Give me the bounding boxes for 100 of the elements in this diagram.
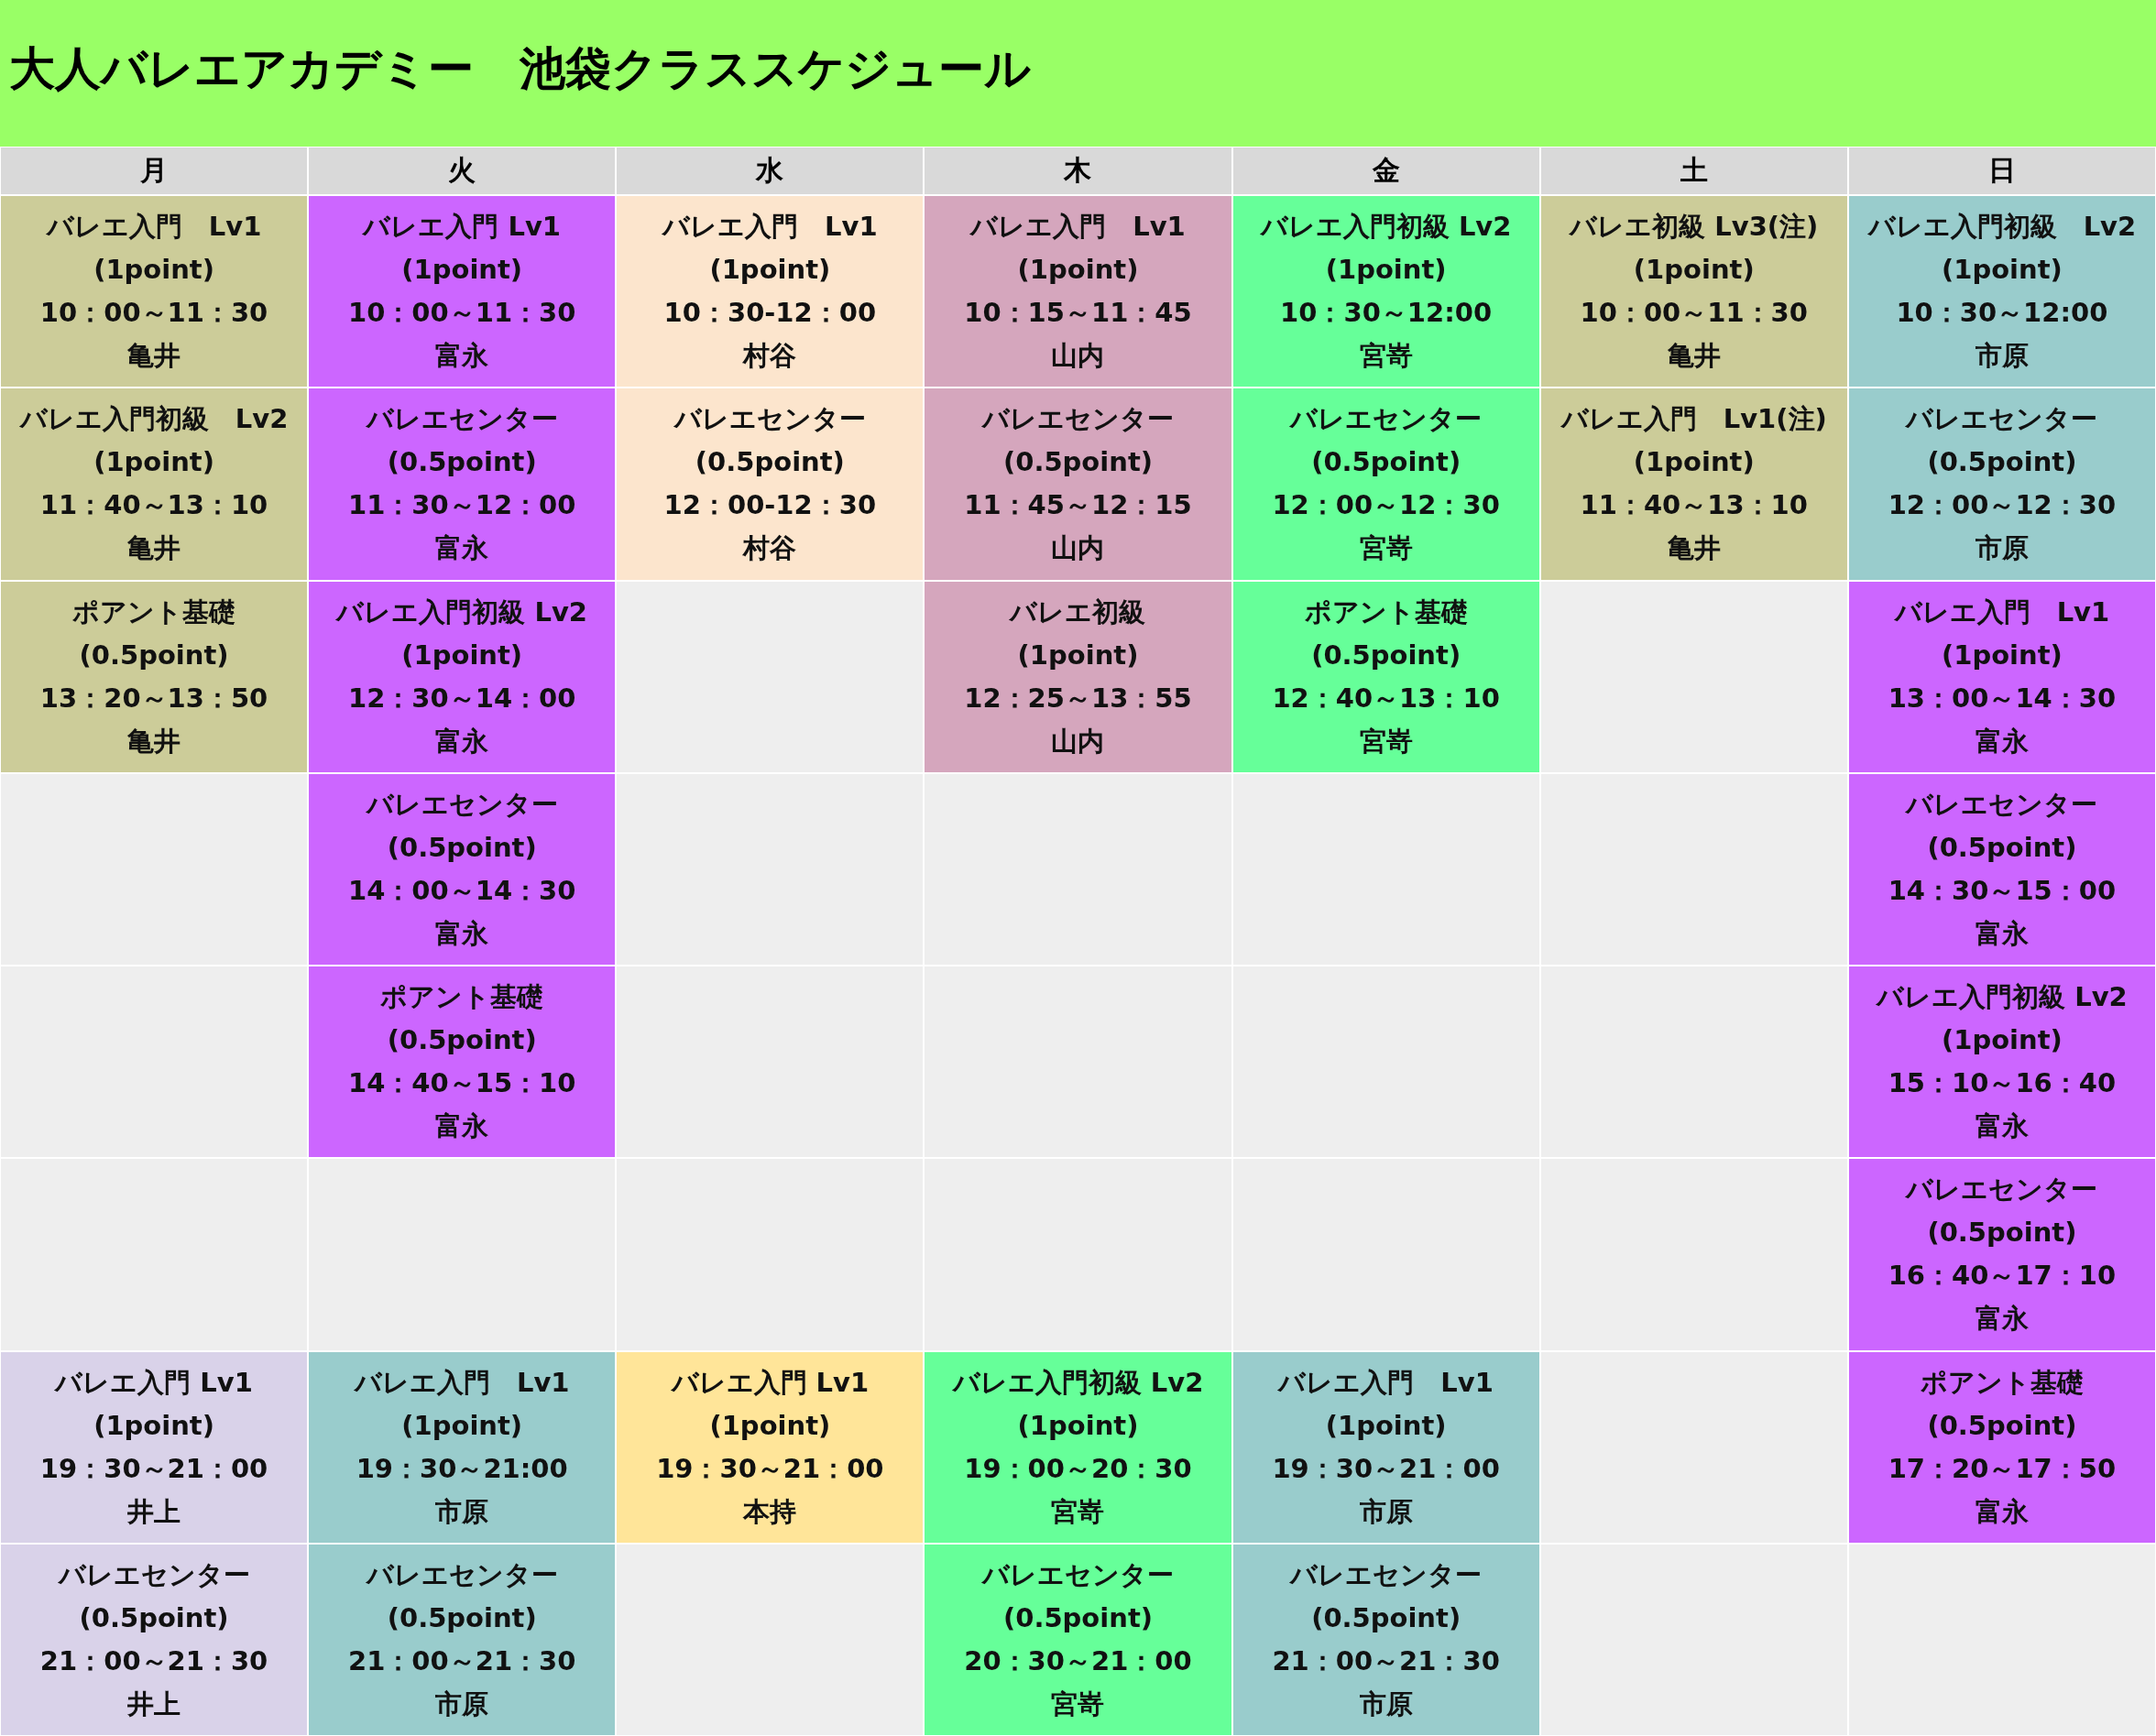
class-info-text: 市原 <box>435 1494 489 1529</box>
class-cell <box>308 966 617 1159</box>
class-info-text: 19：30～21：00 <box>39 1451 268 1486</box>
class-info-text: (1point) <box>1017 253 1139 288</box>
class-info-text: バレエセンター <box>366 787 558 822</box>
class-info-text: 12：00-12：30 <box>663 488 877 523</box>
class-cell <box>308 195 617 388</box>
class-info-text: (1point) <box>93 253 214 288</box>
class-info-text: 富永 <box>435 531 489 566</box>
class-info-text: バレエ入門 Lv1 <box>970 210 1186 245</box>
class-cell <box>308 580 617 773</box>
class-info-text: バレエ入門 Lv1 <box>354 1365 570 1400</box>
class-info-text: (0.5point) <box>387 1600 537 1635</box>
class-cell <box>1847 388 2156 581</box>
class-cell <box>924 1350 1232 1544</box>
class-info-text: 19：00～20：30 <box>964 1451 1192 1486</box>
day-header: 水 <box>616 147 925 195</box>
class-cell <box>1847 195 2156 388</box>
class-info-text: 山内 <box>1051 339 1105 374</box>
class-info-text: バレエ入門 Lv1 <box>662 210 878 245</box>
class-info-text: 11：45～12：15 <box>964 488 1192 523</box>
class-info-text: 亀井 <box>127 339 181 374</box>
class-info-text: バレエセンター <box>366 402 558 437</box>
class-info-text: (1point) <box>401 253 523 288</box>
class-info-text: 市原 <box>1359 1687 1413 1721</box>
class-info-text: 市原 <box>435 1687 489 1721</box>
class-info-text: 14：00～14：30 <box>348 873 576 908</box>
class-cell <box>616 1350 925 1544</box>
day-header: 金 <box>1231 147 1540 195</box>
class-info-text: 亀井 <box>1667 531 1721 566</box>
class-info-text: バレエセンター <box>1290 1557 1483 1592</box>
class-cell <box>1847 966 2156 1159</box>
class-info-text: (1point) <box>401 1408 523 1443</box>
class-info-text: (1point) <box>1942 638 2063 672</box>
class-cell <box>1231 388 1540 581</box>
day-header: 月 <box>0 147 309 195</box>
class-info-text: 15：10～16：40 <box>1888 1066 2117 1101</box>
class-info-text: 21：00～21：30 <box>348 1643 576 1678</box>
class-info-text: 山内 <box>1051 531 1105 566</box>
class-info-text: (1point) <box>1325 1408 1447 1443</box>
class-cell <box>0 388 309 581</box>
class-info-text: (1point) <box>401 638 523 672</box>
class-info-text: 12：30～14：00 <box>348 681 576 715</box>
class-info-text: 14：30～15：00 <box>1888 873 2117 908</box>
class-cell <box>1847 772 2156 966</box>
class-cell <box>0 1543 309 1736</box>
class-info-text: 市原 <box>1975 339 2029 374</box>
title-text: 大人バレエアカデミー 池袋クラススケジュール <box>9 41 1031 97</box>
class-info-text: (0.5point) <box>1311 445 1461 480</box>
class-cell <box>1539 195 1848 388</box>
class-info-text: 市原 <box>1359 1494 1413 1529</box>
class-info-text: (1point) <box>1633 445 1755 480</box>
day-header: 火 <box>308 147 617 195</box>
class-info-text: (0.5point) <box>1003 445 1153 480</box>
class-info-text: 富永 <box>1975 1109 2029 1144</box>
class-info-text: (1point) <box>1325 253 1447 288</box>
class-info-text: (0.5point) <box>1003 1600 1153 1635</box>
class-info-text: (1point) <box>93 1408 214 1443</box>
class-info-text: (0.5point) <box>79 638 229 672</box>
class-info-text: 10：30-12：00 <box>663 296 877 331</box>
class-info-text: (1point) <box>1017 1408 1139 1443</box>
class-info-text: 亀井 <box>1667 339 1721 374</box>
class-info-text: バレエセンター <box>1906 402 2098 437</box>
class-info-text: 富永 <box>435 724 489 759</box>
class-info-text: (0.5point) <box>1927 1216 2077 1250</box>
class-info-text: 13：00～14：30 <box>1888 681 2117 715</box>
class-info-text: 亀井 <box>127 724 181 759</box>
class-cell <box>308 1543 617 1736</box>
class-info-text: 富永 <box>1975 1494 2029 1529</box>
class-info-text: 13：20～13：50 <box>39 681 268 715</box>
class-cell <box>308 1350 617 1544</box>
class-info-text: 17：20～17：50 <box>1888 1451 2117 1486</box>
class-info-text: バレエ入門初級 Lv2 <box>1877 980 2128 1015</box>
class-cell <box>308 388 617 581</box>
class-info-text: バレエ入門 Lv1 <box>55 1365 253 1400</box>
day-header: 日 <box>1847 147 2156 195</box>
class-info-text: ポアント基礎 <box>1920 1365 2084 1400</box>
class-info-text: 富永 <box>435 916 489 951</box>
class-info-text: 宮嵜 <box>1051 1494 1105 1529</box>
class-info-text: 20：30～21：00 <box>964 1643 1192 1678</box>
class-cell <box>1847 580 2156 773</box>
class-info-text: (1point) <box>709 1408 831 1443</box>
class-info-text: (0.5point) <box>1927 830 2077 865</box>
class-info-text: バレエセンター <box>1290 402 1483 437</box>
class-info-text: 12：00～12：30 <box>1272 488 1500 523</box>
class-info-text: ポアント基礎 <box>1304 595 1468 629</box>
class-info-text: 10：15～11：45 <box>964 296 1192 331</box>
class-cell <box>0 1350 309 1544</box>
class-info-text: 富永 <box>1975 916 2029 951</box>
class-info-text: 19：30～21:00 <box>356 1451 568 1486</box>
class-cell <box>924 1543 1232 1736</box>
class-info-text: 10：00～11：30 <box>39 296 268 331</box>
class-info-text: 19：30～21：00 <box>656 1451 884 1486</box>
class-info-text: 12：40～13：10 <box>1272 681 1500 715</box>
class-info-text: ポアント基礎 <box>72 595 236 629</box>
class-cell <box>308 772 617 966</box>
class-cell <box>1847 1350 2156 1544</box>
class-info-text: バレエ入門初級 Lv2 <box>1867 210 2137 245</box>
class-info-text: 富永 <box>435 1109 489 1144</box>
class-info-text: 10：30～12:00 <box>1280 296 1493 331</box>
